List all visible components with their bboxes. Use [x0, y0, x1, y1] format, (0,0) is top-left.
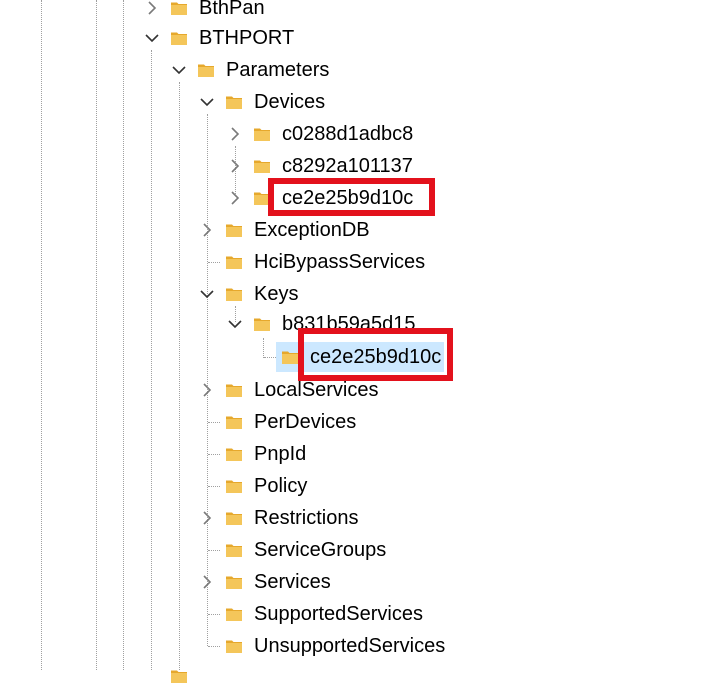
tree-row-label: c0288d1adbc8: [282, 123, 414, 145]
tree-connector: [208, 550, 220, 551]
folder-icon: [225, 221, 243, 239]
tree-row-label: Policy: [254, 475, 308, 497]
tree-guide-line: [207, 114, 208, 646]
tree-row-supportedservices[interactable]: SupportedServices: [0, 600, 719, 628]
folder-icon: [225, 381, 243, 399]
tree-connector: [208, 614, 220, 615]
chevron-down-icon[interactable]: [226, 310, 244, 338]
tree-row-label: LocalServices: [254, 379, 379, 401]
tree-connector: [208, 454, 220, 455]
tree-row-key-ce2e25b9d10c[interactable]: ce2e25b9d10c: [0, 343, 719, 371]
folder-icon: [281, 348, 299, 366]
chevron-right-icon[interactable]: [198, 376, 216, 404]
tree-row-parameters[interactable]: Parameters: [0, 56, 719, 84]
folder-icon: [225, 445, 243, 463]
tree-row-label: SupportedServices: [254, 603, 423, 625]
tree-connector: [264, 357, 276, 358]
folder-icon: [170, 29, 188, 47]
tree-row-hcibypassservices[interactable]: HciBypassServices: [0, 248, 719, 276]
tree-row-policy[interactable]: Policy: [0, 472, 719, 500]
tree-guide-line: [179, 82, 180, 670]
folder-icon: [225, 253, 243, 271]
tree-row-servicegroups[interactable]: ServiceGroups: [0, 536, 719, 564]
chevron-right-icon[interactable]: [143, 0, 161, 22]
chevron-down-icon[interactable]: [198, 88, 216, 116]
highlight-box-link-key: [298, 328, 453, 381]
tree-row-label: ce2e25b9d10c: [282, 187, 414, 209]
tree-guide-line: [151, 50, 152, 670]
folder-icon: [225, 573, 243, 591]
tree-row-label: Keys: [254, 283, 299, 305]
tree-row-label: Parameters: [226, 59, 330, 81]
tree-guide-line: [263, 338, 264, 358]
tree-row-bthpan[interactable]: BthPan: [0, 0, 719, 22]
tree-row-label: ServiceGroups: [254, 539, 387, 561]
highlight-box-device-key: [268, 178, 435, 216]
folder-icon: [253, 189, 271, 207]
folder-icon: [225, 285, 243, 303]
tree-row-devices[interactable]: Devices: [0, 88, 719, 116]
folder-icon: [253, 125, 271, 143]
folder-icon: [225, 605, 243, 623]
tree-row-exceptiondb[interactable]: ExceptionDB: [0, 216, 719, 244]
folder-icon: [253, 315, 271, 333]
tree-row-restrictions[interactable]: Restrictions: [0, 504, 719, 532]
chevron-right-icon[interactable]: [198, 216, 216, 244]
tree-row-perdevices[interactable]: PerDevices: [0, 408, 719, 436]
tree-row-device-ce2e25b9d10c[interactable]: ce2e25b9d10c: [0, 184, 719, 212]
tree-row-keys[interactable]: Keys: [0, 280, 719, 308]
tree-row-label: PerDevices: [254, 411, 357, 433]
chevron-down-icon[interactable]: [198, 280, 216, 308]
chevron-right-icon[interactable]: [198, 504, 216, 532]
tree-connector: [208, 262, 220, 263]
tree-row-label: ce2e25b9d10c: [308, 343, 444, 371]
tree-row-label: BTHPORT: [199, 27, 295, 49]
tree-row-pnpid[interactable]: PnpId: [0, 440, 719, 468]
tree-row-label: PnpId: [254, 443, 307, 465]
tree-row-label: Services: [254, 571, 331, 593]
chevron-down-icon[interactable]: [170, 56, 188, 84]
folder-icon: [170, 0, 188, 17]
tree-row-device-c8292a101137[interactable]: c8292a101137: [0, 152, 719, 180]
tree-guide-line: [123, 0, 124, 670]
tree-row-unsupportedservices[interactable]: UnsupportedServices: [0, 632, 719, 660]
folder-icon: [197, 61, 215, 79]
folder-icon: [253, 157, 271, 175]
tree-row-bthport[interactable]: BTHPORT: [0, 24, 719, 52]
folder-icon: [225, 93, 243, 111]
tree-guide-line: [41, 0, 42, 670]
tree-row-label: ExceptionDB: [254, 219, 370, 241]
tree-row-label: Devices: [254, 91, 326, 113]
folder-icon: [225, 541, 243, 559]
tree-row-label: c8292a101137: [282, 155, 413, 177]
tree-row-label: BthPan: [199, 0, 265, 19]
chevron-down-icon[interactable]: [143, 24, 161, 52]
tree-connector: [208, 486, 220, 487]
chevron-right-icon[interactable]: [226, 152, 244, 180]
tree-guide-line: [96, 0, 97, 670]
folder-icon: [225, 509, 243, 527]
tree-guide-line: [235, 146, 236, 194]
folder-icon: [225, 477, 243, 495]
tree-row-services[interactable]: Services: [0, 568, 719, 596]
chevron-right-icon[interactable]: [198, 568, 216, 596]
tree-row-next-partial[interactable]: [0, 662, 719, 690]
chevron-right-icon[interactable]: [226, 184, 244, 212]
folder-icon: [225, 637, 243, 655]
tree-connector: [208, 422, 220, 423]
chevron-right-icon[interactable]: [226, 120, 244, 148]
tree-row-device-c0288d1adbc8[interactable]: c0288d1adbc8: [0, 120, 719, 148]
folder-icon: [225, 413, 243, 431]
tree-row-label: UnsupportedServices: [254, 635, 446, 657]
tree-row-label: Restrictions: [254, 507, 359, 529]
tree-connector: [208, 646, 220, 647]
tree-guide-line: [235, 306, 236, 322]
tree-row-label: HciBypassServices: [254, 251, 426, 273]
tree-row-localservices[interactable]: LocalServices: [0, 376, 719, 404]
